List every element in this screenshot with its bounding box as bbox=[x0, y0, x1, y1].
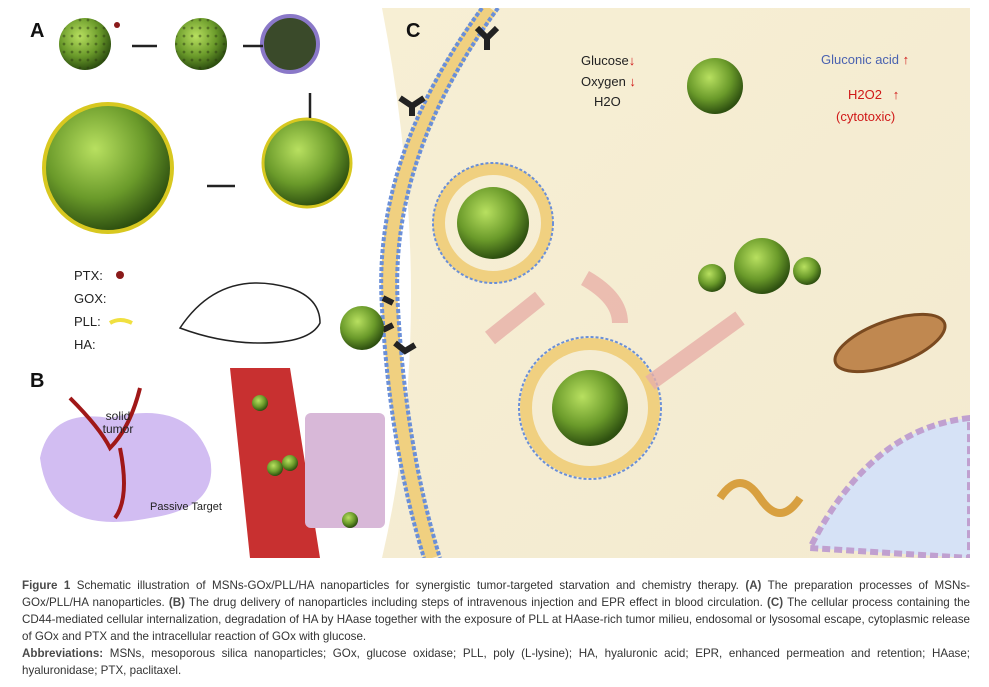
abbr-label: Abbreviations: bbox=[22, 647, 104, 660]
caption-c: (C) bbox=[767, 596, 784, 609]
abbr-text: MSNs, mesoporous silica nanoparticles; G… bbox=[22, 647, 970, 677]
golgi bbox=[716, 479, 804, 517]
endosome-2 bbox=[518, 336, 662, 480]
caption-text-a: The preparation processes of MSNs-GOx/PL… bbox=[22, 579, 970, 609]
figure-label: Figure 1 bbox=[22, 579, 71, 592]
caption-abbreviations: Abbreviations: MSNs, mesoporous silica n… bbox=[22, 645, 970, 679]
figure-illustration bbox=[40, 3, 973, 562]
caption-text: Schematic illustration of MSNs-GOx/PLL/H… bbox=[70, 579, 746, 592]
caption-text-b: The drug delivery of nanoparticles inclu… bbox=[184, 596, 768, 609]
legend-pll: PLL: bbox=[74, 314, 101, 329]
passive-target-label: Passive Target bbox=[150, 501, 222, 513]
arrow bbox=[485, 291, 545, 345]
final-nanoparticle bbox=[42, 102, 174, 234]
caption-main: Figure 1 Schematic illustration of MSNs-… bbox=[22, 577, 970, 645]
legend-ptx: PTX: bbox=[74, 268, 103, 283]
h2o-label: H2O bbox=[594, 94, 621, 109]
panel-label-a: A bbox=[30, 20, 45, 42]
gox-reaction-sphere bbox=[687, 58, 743, 114]
panel-label-c: C bbox=[406, 20, 421, 42]
nucleus bbox=[805, 414, 973, 562]
solid-tumor-label: solid tumor bbox=[102, 409, 134, 436]
caption-text-c: The cellular process containing the CD44… bbox=[22, 596, 970, 643]
mitochondrion bbox=[833, 312, 947, 374]
cytotoxic-label: (cytotoxic) bbox=[836, 109, 896, 124]
oxygen-label: Oxygen ↓ bbox=[581, 74, 636, 89]
mouse bbox=[178, 282, 321, 344]
endosome-1 bbox=[432, 162, 554, 284]
tumor-cells bbox=[305, 413, 385, 528]
legend-ha: HA: bbox=[74, 337, 96, 352]
figure-1: A B C PTX: GOX: PLL: HA: solid tumor Pas… bbox=[20, 3, 973, 562]
cd44-receptors bbox=[381, 25, 500, 355]
h2o2-label: H2O2 ↑ bbox=[848, 87, 900, 102]
glucose-label: Glucose↓ bbox=[581, 53, 636, 68]
gluconic-acid-label: Gluconic acid ↑ bbox=[821, 52, 910, 67]
figure-caption: Figure 1 Schematic illustration of MSNs-… bbox=[22, 577, 970, 679]
legend-gox: GOX: bbox=[74, 291, 107, 306]
panel-label-b: B bbox=[30, 370, 45, 392]
solid-tumor bbox=[40, 413, 212, 522]
caption-a: (A) bbox=[745, 579, 762, 592]
caption-b: (B) bbox=[168, 596, 185, 609]
